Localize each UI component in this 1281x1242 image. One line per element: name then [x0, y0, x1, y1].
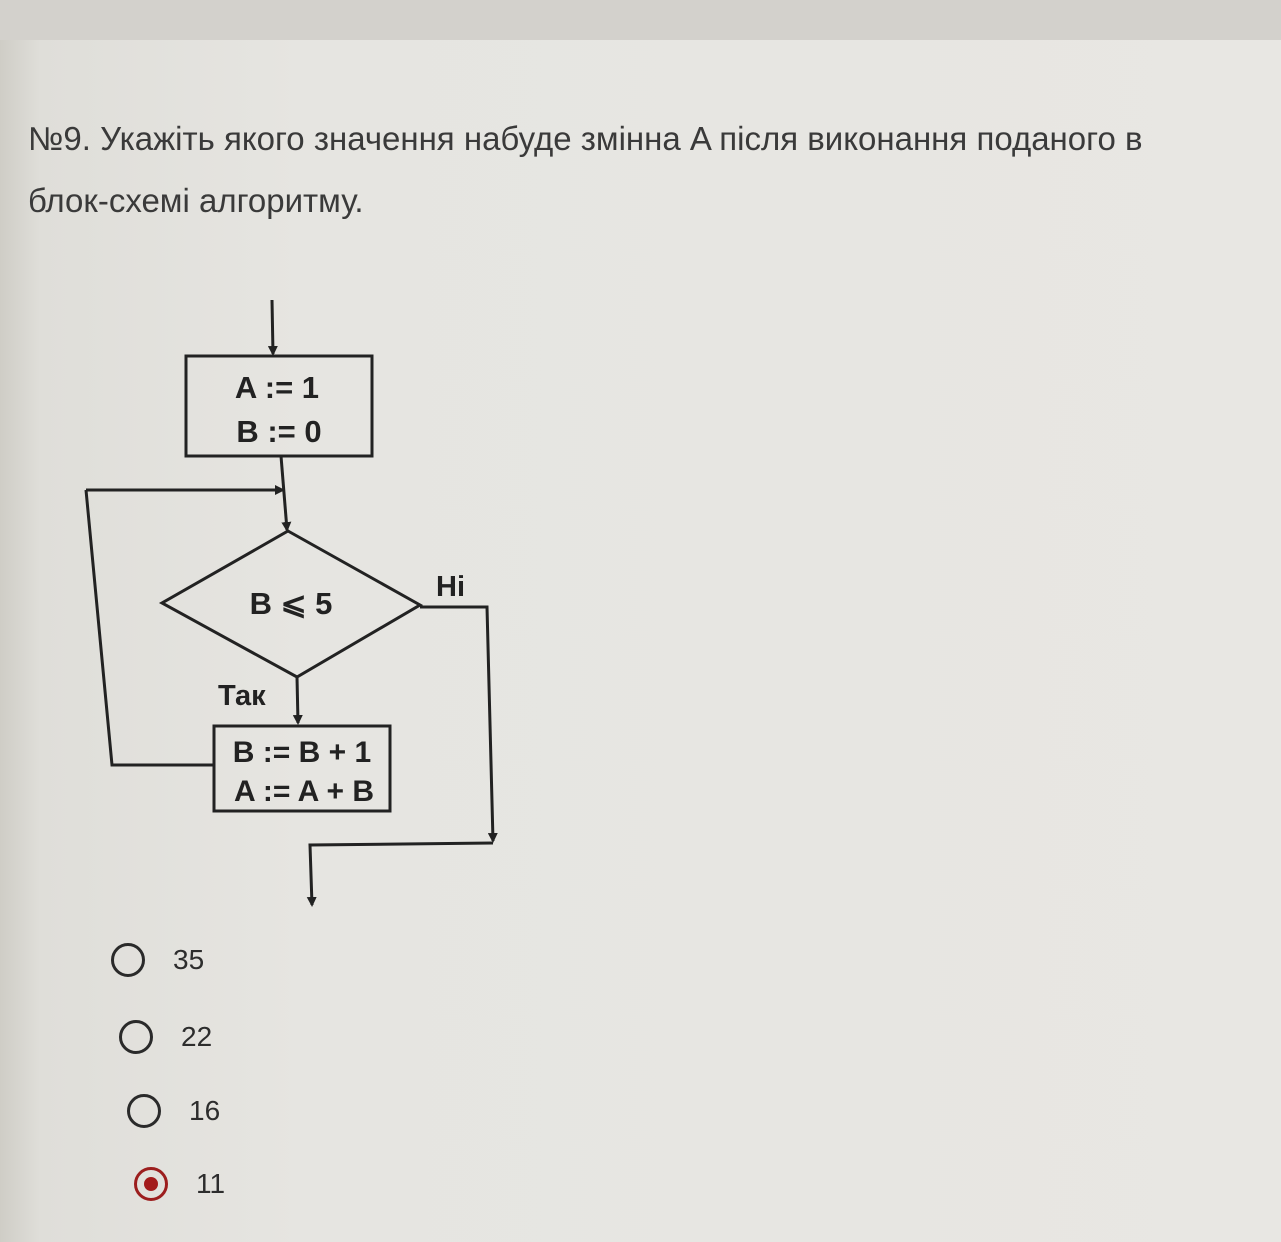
option-label: 35 [173, 944, 205, 975]
option-label: 22 [181, 1021, 213, 1052]
init-line2: B := 0 [236, 414, 321, 449]
radio-button[interactable] [119, 1020, 153, 1054]
exit-arrow [306, 841, 494, 907]
no-label: Ні [436, 571, 465, 603]
option-16[interactable]: 16 [127, 1094, 220, 1128]
init-to-condition-arrow [279, 455, 292, 532]
init-box [184, 354, 374, 458]
body-line2: A := A + B [234, 775, 374, 808]
yes-label: Так [218, 680, 266, 712]
radio-button[interactable] [127, 1094, 161, 1128]
radio-button[interactable] [111, 943, 145, 977]
option-label: 11 [196, 1168, 226, 1199]
option-label: 16 [189, 1095, 221, 1126]
top-band [0, 0, 1281, 40]
condition-text: B ⩽ 5 [250, 586, 333, 621]
loop-back-line [84, 489, 213, 767]
question-text: №9. Укажіть якого значення набуде змінна… [28, 120, 1143, 219]
option-22[interactable]: 22 [119, 1020, 212, 1054]
no-branch-line [420, 605, 498, 843]
body-line1: B := B + 1 [233, 736, 371, 769]
option-11[interactable]: 11 [134, 1167, 225, 1201]
body-box [212, 724, 392, 813]
init-line1: A := 1 [235, 370, 319, 405]
yes-branch-arrow [292, 676, 303, 725]
entry-arrow [267, 299, 278, 356]
option-35[interactable]: 35 [111, 943, 204, 977]
radio-button-selected[interactable] [134, 1167, 168, 1201]
